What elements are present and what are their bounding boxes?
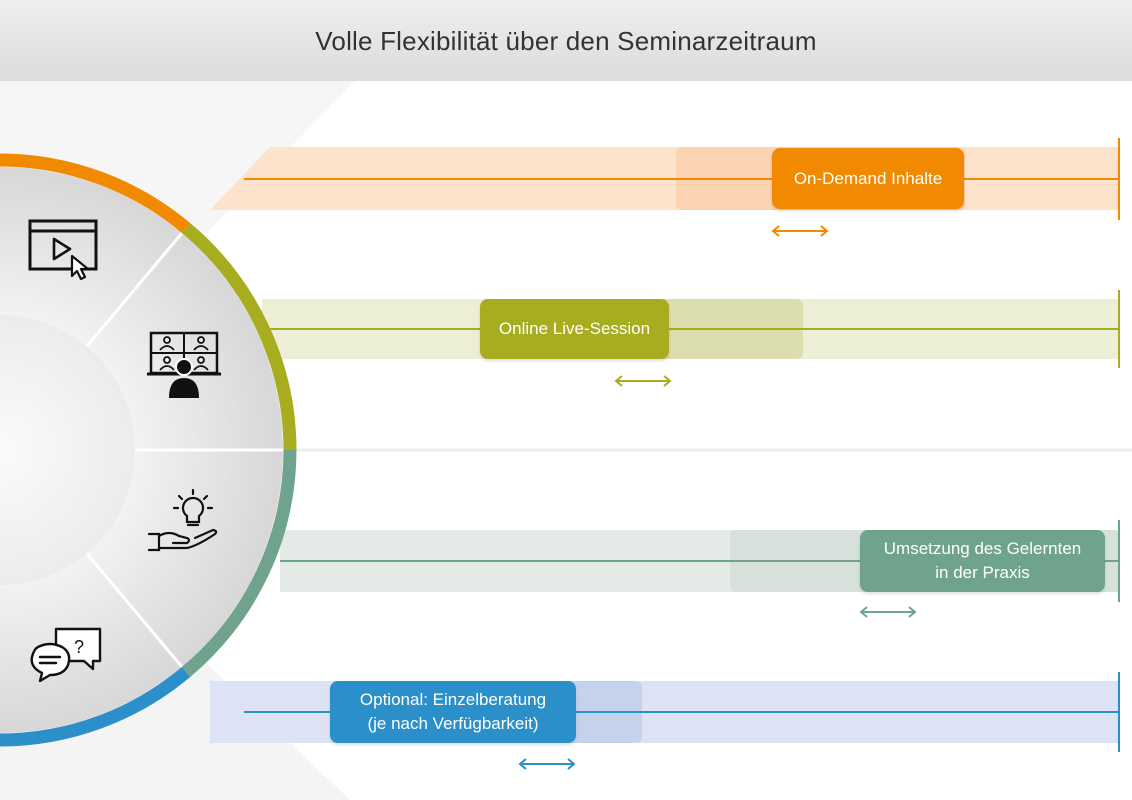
track-line-on-demand	[244, 178, 1120, 180]
end-tick-praxis	[1118, 520, 1120, 602]
label-praxis: Umsetzung des Gelernten in der Praxis	[860, 530, 1105, 592]
end-tick-live-session	[1118, 290, 1120, 368]
label-beratung: Optional: Einzelberatung (je nach Verfüg…	[330, 681, 576, 743]
rim-arc-teal	[181, 449, 297, 677]
label-praxis-line1: Umsetzung des Gelernten	[883, 539, 1082, 558]
label-live-session: Online Live-Session	[480, 299, 669, 359]
rim-arc-green	[181, 223, 297, 451]
arrow-on-demand	[771, 225, 829, 237]
wheel-center	[0, 315, 135, 585]
label-on-demand-line1: On-Demand Inhalte	[793, 168, 943, 188]
rim-arc-orange	[0, 153, 191, 233]
end-tick-on-demand	[1118, 138, 1120, 220]
label-beratung-line1: Optional: Einzelberatung	[359, 690, 547, 709]
track-line-praxis	[280, 560, 1120, 562]
arrow-beratung	[518, 758, 576, 770]
chat-question-icon: ?	[30, 627, 102, 683]
arrow-live-session	[614, 375, 672, 387]
label-beratung-line2: (je nach Verfügbarkeit)	[367, 714, 539, 733]
rim-arc-blue	[0, 667, 191, 747]
video-conference-icon	[147, 331, 221, 398]
page-title: Volle Flexibilität über den Seminarzeitr…	[315, 26, 817, 56]
idea-hand-icon	[147, 488, 218, 552]
arrow-praxis	[859, 606, 917, 618]
track-line-live-session	[262, 328, 1120, 330]
track-line-beratung	[244, 711, 1120, 713]
label-live-session-line1: Online Live-Session	[498, 319, 651, 338]
label-on-demand: On-Demand Inhalte	[772, 148, 964, 209]
label-praxis-line2: in der Praxis	[935, 563, 1030, 582]
header-bar: Volle Flexibilität über den Seminarzeitr…	[0, 0, 1132, 81]
end-tick-beratung	[1118, 672, 1120, 752]
svg-text:?: ?	[74, 637, 84, 657]
phase-wheel	[0, 153, 297, 747]
video-play-icon	[28, 219, 98, 280]
